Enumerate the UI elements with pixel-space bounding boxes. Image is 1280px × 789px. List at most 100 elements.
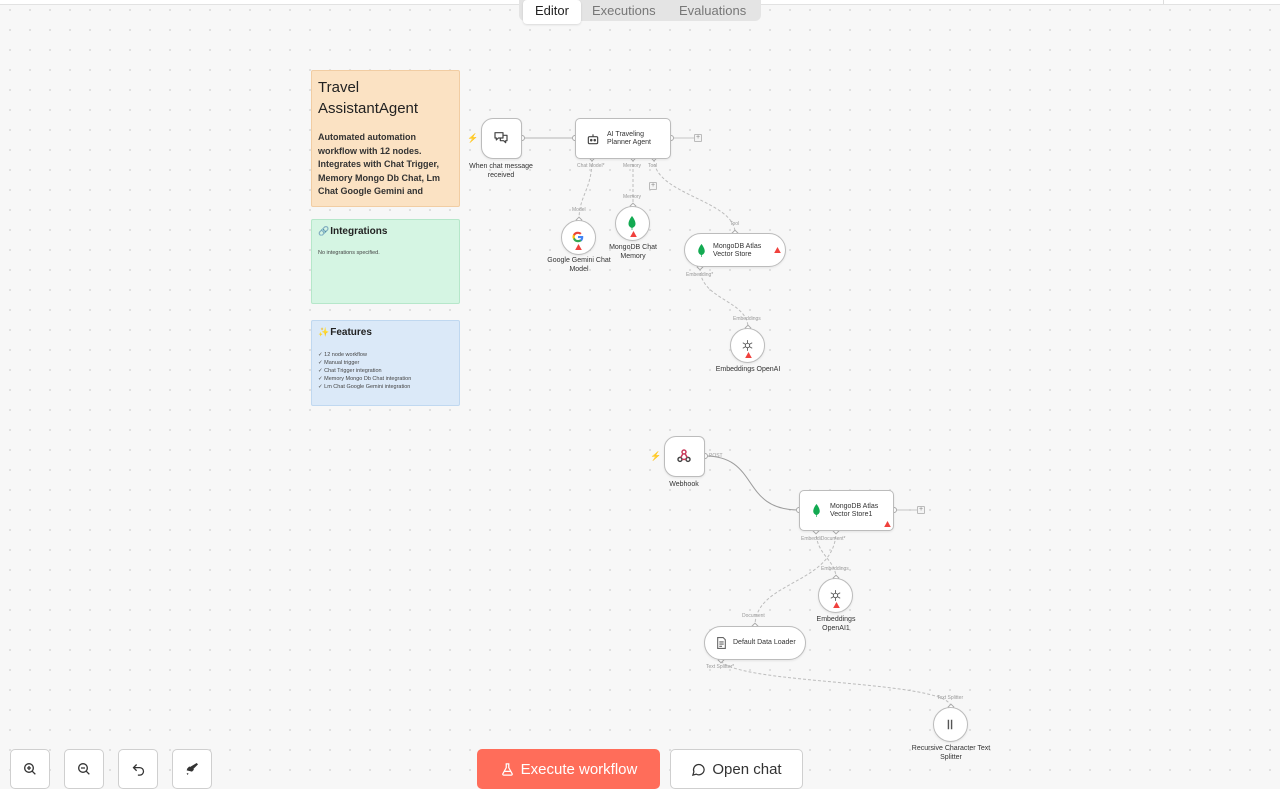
connection-embeddings1 xyxy=(815,530,837,579)
node-label: When chat message received xyxy=(469,163,533,179)
robot-icon xyxy=(585,131,601,147)
feature-item: ✓ Memory Mongo Db Chat integration xyxy=(318,376,412,382)
sticky-note-heading: ✨ Features xyxy=(318,327,372,338)
sticky-note-title: Travel AssistantAgent xyxy=(318,79,419,117)
execute-workflow-button[interactable]: Execute workflow xyxy=(477,749,660,789)
node-label: Webhook xyxy=(669,481,699,488)
node-label: Embeddings OpenAI xyxy=(715,366,781,373)
sticky-note-overview[interactable]: Travel AssistantAgent Automated automati… xyxy=(311,70,460,207)
port-label: Embedding* xyxy=(686,272,714,278)
warning-icon xyxy=(575,244,582,250)
feature-item: ✓ Chat Trigger integration xyxy=(318,368,382,374)
node-label: Recursive Character Text Splitter xyxy=(911,745,991,761)
node-default-data-loader[interactable]: Default Data Loader xyxy=(704,626,806,660)
port-label: Tool xyxy=(648,163,658,169)
warning-icon xyxy=(833,602,840,608)
connection-embedding xyxy=(699,267,749,329)
warning-icon xyxy=(745,352,752,358)
node-label: Google Gemini Chat Model xyxy=(547,257,611,273)
flask-icon xyxy=(501,762,513,776)
add-node-plus-icon[interactable]: + xyxy=(694,134,702,142)
warning-icon xyxy=(630,231,637,237)
mongodb-leaf-icon xyxy=(695,243,707,257)
zoom-in-icon xyxy=(24,763,36,775)
node-embeddings-openai[interactable] xyxy=(730,328,765,363)
document-icon xyxy=(714,636,728,650)
node-embeddings-openai1[interactable] xyxy=(818,578,853,613)
port-label: EmbeddiDocument* xyxy=(801,536,846,542)
sticky-note-body: No integrations specified. xyxy=(318,250,380,256)
port-label: Embeddings xyxy=(733,316,761,322)
zoom-out-button[interactable] xyxy=(64,749,104,789)
top-bar-divider xyxy=(1163,0,1164,4)
port-label: Text Splitter* xyxy=(706,664,735,670)
undo-icon xyxy=(132,763,144,776)
node-webhook[interactable] xyxy=(664,436,705,477)
node-text-splitter[interactable] xyxy=(933,707,968,742)
sticky-note-body: Automated automation workflow with 12 no… xyxy=(318,132,440,197)
connection-document xyxy=(754,530,837,627)
port-label: Embeddings xyxy=(821,566,849,572)
port-label: Memory xyxy=(623,163,642,169)
node-mongodb-vector-store1[interactable]: MongoDB Atlas Vector Store1 xyxy=(799,490,894,531)
sticky-note-integrations[interactable]: 🔗 Integrations No integrations specified… xyxy=(311,219,460,304)
port-label: Memory xyxy=(623,194,642,200)
node-title: MongoDB Atlas Vector Store xyxy=(713,243,762,258)
sticky-note-features[interactable]: ✨ Features ✓ 12 node workflow ✓ Manual t… xyxy=(311,320,460,406)
chat-bubble-icon xyxy=(692,763,706,776)
chat-icon xyxy=(482,119,520,157)
node-label: Embeddings OpenAI1 xyxy=(816,616,856,632)
tab-executions[interactable]: Executions xyxy=(592,3,656,18)
execute-workflow-label: Execute workflow xyxy=(520,760,638,778)
trigger-bolt-icon: ⚡ xyxy=(467,133,479,143)
port-label: Document xyxy=(742,613,765,619)
view-tabs: Editor Executions Evaluations xyxy=(519,0,761,24)
warning-icon xyxy=(884,521,891,527)
feature-item: ✓ Manual trigger xyxy=(318,360,360,366)
warning-icon xyxy=(774,247,781,253)
node-chat-trigger[interactable] xyxy=(481,118,522,159)
node-label: MongoDB Chat Memory xyxy=(609,244,657,260)
add-node-plus-icon[interactable]: + xyxy=(917,506,925,514)
node-mongodb-vector-store[interactable]: MongoDB Atlas Vector Store xyxy=(684,233,786,267)
openai-icon xyxy=(731,329,763,361)
zoom-out-icon xyxy=(78,763,90,775)
open-chat-button[interactable]: Open chat xyxy=(670,749,803,789)
webhook-icon xyxy=(665,437,703,475)
mongodb-leaf-icon xyxy=(810,503,822,517)
node-title: Default Data Loader xyxy=(733,639,796,646)
port-label: Model xyxy=(572,207,586,213)
connection-splitter xyxy=(720,660,952,708)
node-title: MongoDB Atlas Vector Store1 xyxy=(830,503,879,518)
broom-icon xyxy=(186,763,198,775)
tidy-up-button[interactable] xyxy=(172,749,212,789)
zoom-in-button[interactable] xyxy=(10,749,50,789)
tab-editor[interactable]: Editor xyxy=(523,0,581,24)
tab-evaluations[interactable]: Evaluations xyxy=(679,3,747,18)
port-label: POST xyxy=(709,453,723,459)
add-tool-plus-icon[interactable]: + xyxy=(649,182,657,190)
node-gemini-chat-model[interactable] xyxy=(561,220,596,255)
google-icon xyxy=(562,221,594,253)
feature-item: ✓ Lm Chat Google Gemini integration xyxy=(318,384,411,390)
link-icon: 🔗 xyxy=(318,226,330,236)
connection-model xyxy=(578,158,593,221)
connection-webhook-store xyxy=(704,455,800,511)
mongodb-leaf-icon xyxy=(616,207,648,239)
node-title: AI Traveling Planner Agent xyxy=(607,131,651,146)
feature-item: ✓ 12 node workflow xyxy=(318,352,367,358)
trigger-bolt-icon: ⚡ xyxy=(650,451,662,461)
connection-tool xyxy=(653,158,736,234)
split-icon xyxy=(934,708,966,740)
openai-icon xyxy=(819,579,851,611)
undo-button[interactable] xyxy=(118,749,158,789)
node-mongodb-chat-memory[interactable] xyxy=(615,206,650,241)
open-chat-label: Open chat xyxy=(712,760,782,778)
sparkles-icon: ✨ xyxy=(318,327,330,337)
sticky-note-heading: 🔗 Integrations xyxy=(318,226,388,237)
port-label: Text Splitter xyxy=(937,695,964,701)
node-ai-agent[interactable]: AI Traveling Planner Agent xyxy=(575,118,671,159)
port-label: Tool xyxy=(730,221,740,227)
port-label: Chat Model* xyxy=(577,163,605,169)
